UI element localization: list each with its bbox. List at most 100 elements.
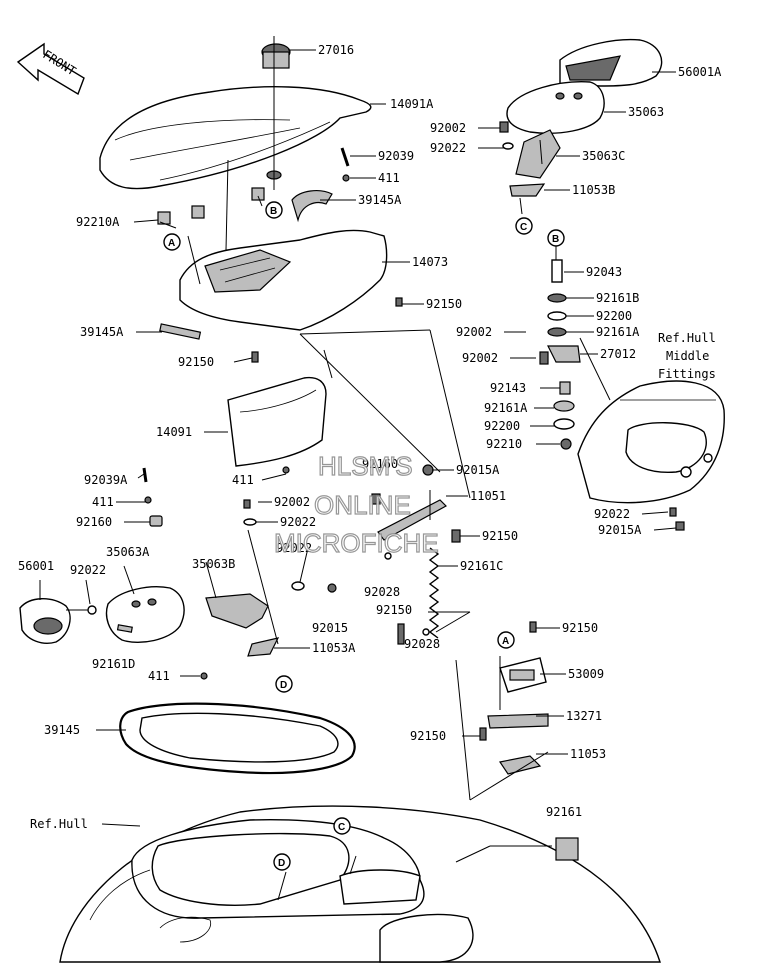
bracket-35063C bbox=[515, 129, 561, 179]
part-label: 411 bbox=[378, 171, 400, 185]
note-ref-hull-middle: Ref.Hull Middle Fittings bbox=[658, 331, 716, 381]
part-label: 411 bbox=[232, 473, 254, 487]
part-label: 92210A bbox=[76, 215, 120, 229]
callout-D2: D bbox=[273, 853, 291, 871]
part-label: 92161C bbox=[460, 559, 503, 573]
svg-text:D: D bbox=[280, 680, 287, 691]
part-label: 35063A bbox=[106, 545, 150, 559]
part-label: 14073 bbox=[412, 255, 448, 269]
part-label: 35063B bbox=[192, 557, 235, 571]
svg-text:A: A bbox=[502, 636, 509, 647]
svg-text:MICROFICHE: MICROFICHE bbox=[274, 528, 439, 558]
callout-B2: B bbox=[547, 229, 565, 247]
watermark: HLSM'S ONLINE MICROFICHE bbox=[273, 450, 439, 558]
part-label: 39145 bbox=[44, 723, 80, 737]
svg-text:C: C bbox=[520, 222, 527, 233]
part-label: 11053A bbox=[312, 641, 356, 655]
gasket-39145 bbox=[119, 702, 356, 775]
part-label: 11053 bbox=[570, 747, 606, 761]
svg-text:HLSM'S: HLSM'S bbox=[318, 451, 413, 481]
label-92161 bbox=[555, 837, 579, 861]
part-label: 92015A bbox=[456, 463, 500, 477]
part-label: 92161B bbox=[596, 291, 639, 305]
svg-text:ONLINE: ONLINE bbox=[314, 490, 411, 520]
part-label: 92022 bbox=[276, 541, 312, 555]
svg-text:D: D bbox=[278, 858, 285, 869]
part-label: 11053B bbox=[572, 183, 615, 197]
grab-handle-35063 bbox=[506, 81, 605, 134]
panel-14091 bbox=[227, 376, 327, 467]
seat-cover-14091A bbox=[99, 86, 372, 190]
part-label: 92143 bbox=[490, 381, 526, 395]
svg-text:B: B bbox=[270, 206, 277, 217]
part-label: 92150 bbox=[426, 297, 462, 311]
callout-B1: B bbox=[265, 201, 283, 219]
mirror-56001 bbox=[19, 598, 71, 644]
svg-text:B: B bbox=[552, 234, 559, 245]
svg-text:Fittings: Fittings bbox=[658, 367, 716, 381]
part-label: 14091 bbox=[156, 425, 192, 439]
part-label: 92022 bbox=[70, 563, 106, 577]
part-label: 92150 bbox=[376, 603, 412, 617]
part-label: 92160 bbox=[362, 457, 398, 471]
hull-bottom bbox=[59, 805, 661, 963]
part-label: 27012 bbox=[600, 347, 636, 361]
part-label: 13271 bbox=[566, 709, 602, 723]
callout-D1: D bbox=[275, 675, 293, 693]
part-label: 92160 bbox=[76, 515, 112, 529]
part-label: 92043 bbox=[586, 265, 622, 279]
part-label: 92200 bbox=[596, 309, 632, 323]
part-label: 92210 bbox=[486, 437, 522, 451]
part-label: 92200 bbox=[484, 419, 520, 433]
part-label: 92150 bbox=[562, 621, 598, 635]
cap-27016 bbox=[261, 43, 291, 69]
part-label: 39145A bbox=[358, 193, 402, 207]
hinge-11051 bbox=[377, 499, 447, 541]
callout-A1: A bbox=[163, 233, 181, 251]
hull-middle-fittings bbox=[577, 380, 725, 504]
mirror-56001A bbox=[559, 38, 663, 87]
part-label: 92039A bbox=[84, 473, 128, 487]
part-label: 53009 bbox=[568, 667, 604, 681]
part-label: 411 bbox=[148, 669, 170, 683]
svg-text:Ref.Hull: Ref.Hull bbox=[658, 331, 716, 345]
note-ref-hull: Ref.Hull bbox=[30, 817, 88, 831]
part-label: 92002 bbox=[456, 325, 492, 339]
part-label: 56001A bbox=[678, 65, 722, 79]
part-label: 92002 bbox=[430, 121, 466, 135]
part-label: 92002 bbox=[274, 495, 310, 509]
part-labels: 27016 14091A 92039 411 39145A 92210A 140… bbox=[18, 43, 722, 819]
part-label: 92039 bbox=[378, 149, 414, 163]
seat-base-14073 bbox=[179, 229, 388, 331]
part-label: 92015A bbox=[598, 523, 642, 537]
svg-text:A: A bbox=[168, 238, 175, 249]
part-label: 92161A bbox=[596, 325, 640, 339]
part-label: 56001 bbox=[18, 559, 54, 573]
part-label: 92002 bbox=[462, 351, 498, 365]
part-label: 92022 bbox=[430, 141, 466, 155]
part-label: 92161A bbox=[484, 401, 528, 415]
leader-lines bbox=[39, 36, 677, 901]
part-label: 92150 bbox=[482, 529, 518, 543]
svg-text:C: C bbox=[338, 822, 345, 833]
part-label: 92015 bbox=[312, 621, 348, 635]
part-label: 27016 bbox=[318, 43, 354, 57]
callout-A2: A bbox=[497, 631, 515, 649]
part-label: 14091A bbox=[390, 97, 434, 111]
part-label: 35063 bbox=[628, 105, 664, 119]
front-arrow-icon: FRONT bbox=[16, 42, 85, 96]
part-label: 411 bbox=[92, 495, 114, 509]
part-label: 92028 bbox=[364, 585, 400, 599]
part-label: 35063C bbox=[582, 149, 625, 163]
svg-text:Middle: Middle bbox=[666, 349, 709, 363]
part-label: 92150 bbox=[178, 355, 214, 369]
latch-53009 bbox=[499, 657, 547, 693]
part-label: 92022 bbox=[280, 515, 316, 529]
callout-C1: C bbox=[515, 217, 533, 235]
part-label: 92150 bbox=[410, 729, 446, 743]
part-label: 39145A bbox=[80, 325, 124, 339]
part-label: 92161D bbox=[92, 657, 135, 671]
part-label: 92028 bbox=[404, 637, 440, 651]
